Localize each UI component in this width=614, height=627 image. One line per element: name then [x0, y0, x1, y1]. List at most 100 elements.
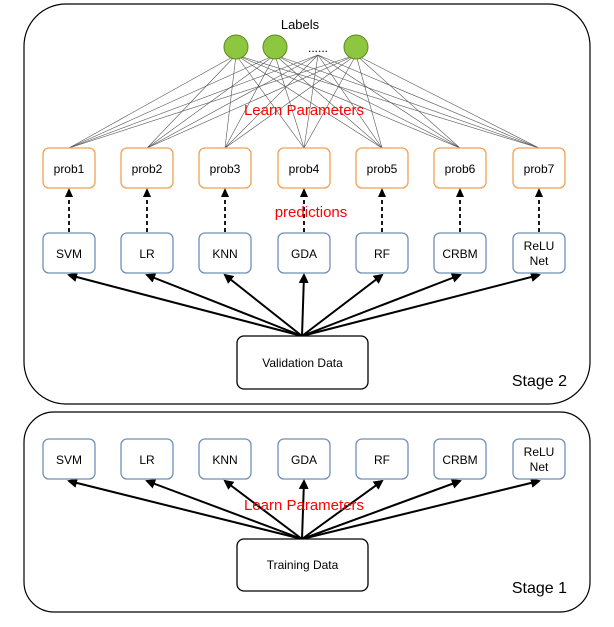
label-connection-line — [146, 54, 357, 149]
label-connection-line — [303, 54, 319, 149]
prediction-arrowhead — [143, 188, 151, 197]
stage1-model-gda: GDA — [277, 438, 331, 480]
stage2-model-knn: KNN — [198, 232, 252, 274]
label-connection-line — [146, 54, 276, 149]
label-connection-line — [235, 54, 383, 149]
validation-arrow — [301, 273, 384, 337]
prob-label: prob7 — [524, 162, 555, 176]
label-connection-line — [224, 54, 319, 149]
stage2-model-svm: SVM — [42, 232, 96, 274]
prediction-arrowhead — [456, 188, 464, 197]
prob-label: prob6 — [445, 162, 476, 176]
model-label: KNN — [212, 247, 237, 261]
model-label: LR — [139, 453, 155, 467]
training-arrow — [145, 479, 303, 540]
prediction-arrowhead — [300, 188, 308, 197]
validation-arrow — [298, 273, 309, 337]
stage1-model-knn: KNN — [198, 438, 252, 480]
validation-arrow — [301, 272, 541, 337]
training-data-label: Training Data — [267, 558, 339, 572]
prob-box-4: prob4 — [277, 147, 331, 189]
stage2-learn-parameters: Learn Parameters — [244, 102, 364, 119]
model-label: GDA — [291, 453, 317, 467]
model-label: Net — [530, 254, 549, 268]
prob-box-6: prob6 — [433, 147, 487, 189]
stage1-model-crbm: CRBM — [433, 438, 487, 480]
label-node-3 — [343, 34, 369, 60]
stage2-panel — [23, 3, 591, 405]
stage1-model-lr: LR — [120, 438, 174, 480]
prob-box-1: prob1 — [42, 147, 96, 189]
model-label: RF — [374, 453, 390, 467]
training-arrow — [223, 479, 303, 540]
stage1-model-svm: SVM — [42, 438, 96, 480]
prediction-arrowhead — [65, 188, 73, 197]
prob-label: prob3 — [210, 162, 241, 176]
model-label: GDA — [291, 247, 317, 261]
model-label: SVM — [56, 247, 82, 261]
label-connection-line — [224, 54, 357, 149]
label-connection-lines — [68, 54, 540, 149]
stage1-label: Stage 1 — [512, 580, 567, 597]
label-connection-line — [274, 54, 540, 149]
prob-label: prob1 — [54, 162, 85, 176]
prob-box-3: prob3 — [198, 147, 252, 189]
label-connection-line — [303, 54, 357, 149]
stage2-model-gda: GDA — [277, 232, 331, 274]
training-arrow — [298, 479, 309, 540]
prediction-arrowhead — [221, 188, 229, 197]
labels-title: Labels — [281, 17, 320, 32]
prob-label: prob4 — [289, 162, 320, 176]
model-label: KNN — [212, 453, 237, 467]
label-connection-line — [274, 54, 383, 149]
training-arrow — [301, 478, 541, 540]
label-connection-line — [235, 54, 540, 149]
label-connection-line — [146, 54, 319, 149]
label-connection-line — [68, 54, 357, 149]
prob-box-5: prob5 — [355, 147, 409, 189]
label-connection-line — [68, 54, 319, 149]
label-connection-line — [146, 54, 237, 149]
training-data-box — [236, 538, 369, 592]
validation-arrow — [301, 273, 462, 337]
label-connection-line — [235, 54, 305, 149]
stage2-model-crbm: CRBM — [433, 232, 487, 274]
model-label: SVM — [56, 453, 82, 467]
model-label: LR — [139, 247, 155, 261]
stage1-learn-parameters: Learn Parameters — [244, 497, 364, 514]
validation-arrow — [223, 273, 303, 337]
label-connection-line — [224, 54, 276, 149]
stage2-label: Stage 2 — [512, 373, 567, 390]
label-connection-line — [68, 54, 237, 149]
prob-label: prob5 — [367, 162, 398, 176]
label-connection-line — [68, 54, 276, 149]
label-connection-line — [355, 54, 540, 149]
label-node-2 — [262, 34, 288, 60]
validation-data-box — [236, 335, 369, 390]
validation-arrows — [67, 272, 541, 337]
prob-label: prob2 — [132, 162, 163, 176]
model-label: CRBM — [442, 247, 477, 261]
training-arrow — [301, 479, 462, 540]
label-connection-line — [355, 54, 461, 149]
prediction-arrowhead — [535, 188, 543, 197]
model-label: ReLU — [524, 239, 555, 253]
label-node-1 — [223, 34, 249, 60]
validation-data-label: Validation Data — [262, 356, 343, 370]
label-connection-line — [224, 54, 237, 149]
model-label: RF — [374, 247, 390, 261]
model-label: Net — [530, 460, 549, 474]
model-label: ReLU — [524, 445, 555, 459]
label-connection-line — [274, 54, 461, 149]
model-label: CRBM — [442, 453, 477, 467]
label-connection-line — [274, 54, 305, 149]
stage2-model-lr: LR — [120, 232, 174, 274]
stage1-model-rf: RF — [355, 438, 409, 480]
prediction-dashed-arrows — [65, 188, 543, 232]
training-arrow — [67, 478, 303, 540]
label-connection-line — [235, 54, 461, 149]
label-connection-line — [317, 54, 540, 149]
validation-arrow — [145, 273, 303, 337]
